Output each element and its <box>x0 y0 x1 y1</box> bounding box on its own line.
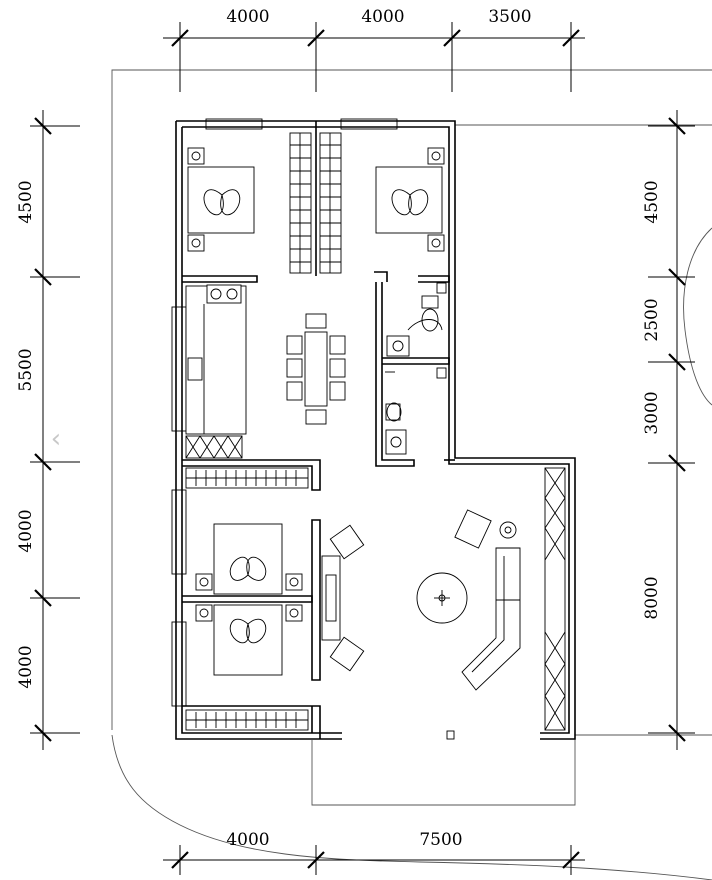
kitchen <box>185 284 247 459</box>
armchair-2 <box>329 636 365 672</box>
hangers-2 <box>320 133 341 273</box>
bed-3 <box>213 523 283 595</box>
basin-1 <box>386 335 410 357</box>
bathroom-2 <box>385 367 447 455</box>
armchair-1 <box>329 524 365 560</box>
dim-left-1: 4500 <box>16 180 36 223</box>
dim-top-1: 4000 <box>226 7 269 27</box>
kitchen-counter <box>185 285 247 435</box>
dim-left-4: 4000 <box>16 645 36 688</box>
dim-top-2: 4000 <box>361 7 404 27</box>
bed-4 <box>213 604 283 676</box>
toilet-1 <box>421 295 439 309</box>
basin-2 <box>385 429 407 455</box>
dimension-right: 4500 2500 3000 8000 <box>642 110 695 750</box>
dimension-bottom: 4000 7500 <box>163 830 585 875</box>
dim-right-4: 8000 <box>642 576 662 619</box>
kitchen-cabinet <box>185 435 243 459</box>
wardrobe-4 <box>185 709 309 731</box>
dimension-left: 4500 5500 4000 4000 <box>16 110 80 750</box>
bedroom-4 <box>195 604 303 676</box>
toilet-2 <box>385 403 401 421</box>
dim-bottom-2: 7500 <box>419 830 462 850</box>
chevron-left-icon[interactable]: ‹ <box>50 424 62 454</box>
bedroom-1 <box>187 132 312 274</box>
bathroom-1 <box>386 282 447 357</box>
stove <box>206 284 242 304</box>
dim-left-2: 5500 <box>16 348 36 391</box>
hangers-1 <box>290 133 311 273</box>
dining-table <box>304 331 328 407</box>
living-room <box>321 467 566 731</box>
side-table <box>499 521 517 539</box>
sofa <box>461 547 521 691</box>
wardrobe-1 <box>289 132 312 274</box>
dim-right-1: 4500 <box>642 180 662 223</box>
tv-cabinet <box>321 555 341 641</box>
bedroom-2 <box>319 132 445 274</box>
wardrobe-2 <box>319 132 342 274</box>
lounge-chair <box>454 509 492 549</box>
dim-left-3: 4000 <box>16 509 36 552</box>
dimension-top: 4000 4000 3500 <box>163 7 585 92</box>
dim-top-3: 3500 <box>488 7 531 27</box>
interior-walls <box>182 121 455 739</box>
bedroom-3 <box>195 523 303 595</box>
dim-right-3: 3000 <box>642 391 662 434</box>
dim-bottom-1: 4000 <box>226 830 269 850</box>
dining-set <box>286 313 346 425</box>
exterior-walls <box>171 118 576 740</box>
wardrobe-3 <box>185 467 309 489</box>
site-boundary <box>111 69 712 880</box>
dim-right-2: 2500 <box>642 298 662 341</box>
tall-cabinet <box>544 467 566 731</box>
